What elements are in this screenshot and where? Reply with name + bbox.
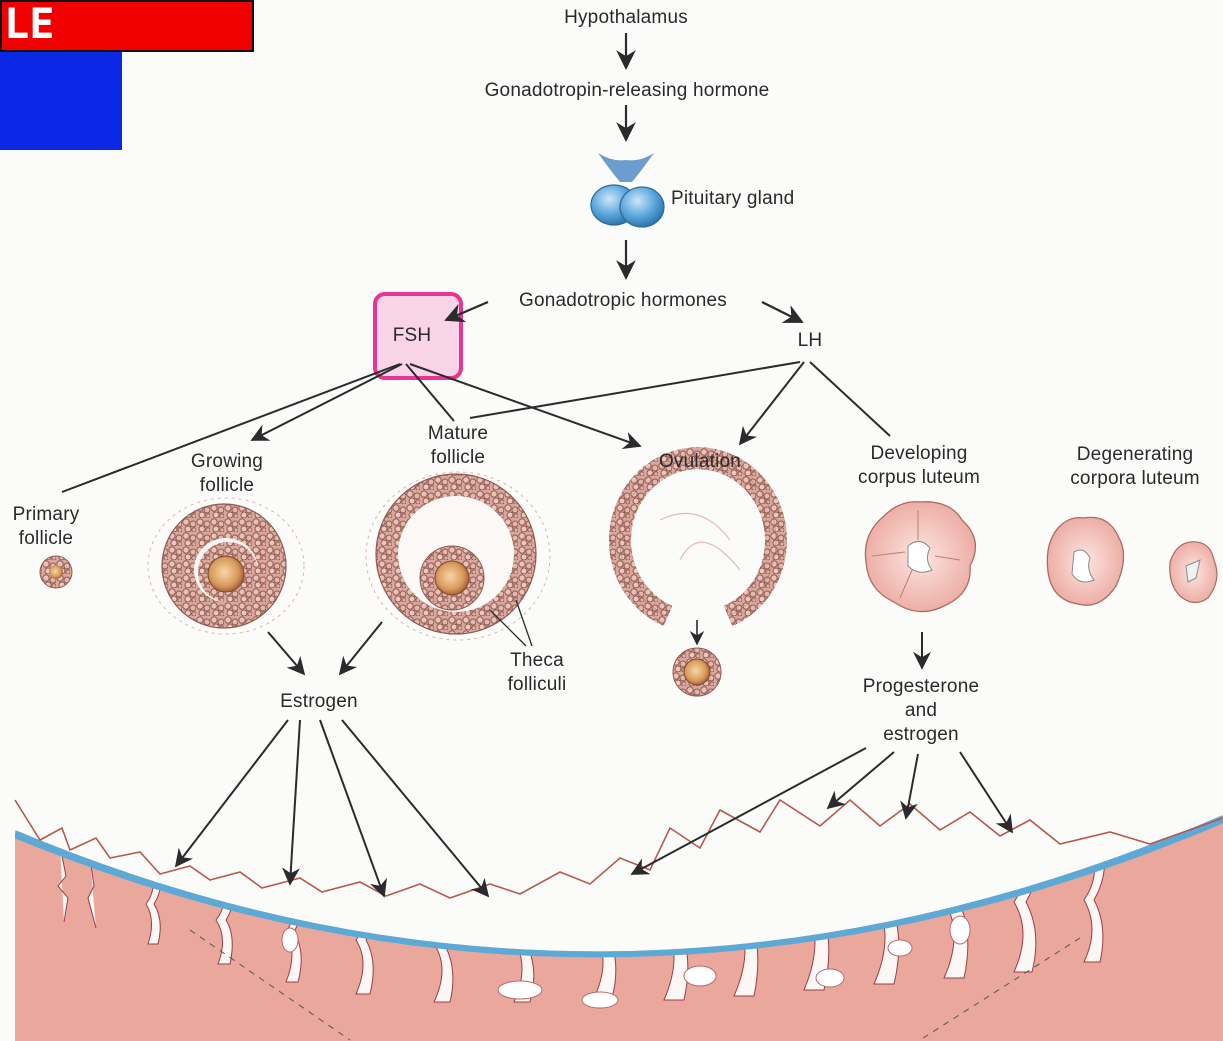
endometrium-illustration xyxy=(0,780,1223,1041)
label-growing-line1: Growing xyxy=(172,450,282,474)
label-estrogen: Estrogen xyxy=(262,690,376,714)
label-developing-line1: Developing xyxy=(836,442,1002,466)
label-theca-line1: Theca xyxy=(494,649,580,673)
primary-follicle-icon xyxy=(40,556,72,588)
label-degenerating-line2: corpora luteum xyxy=(1050,467,1220,491)
label-mature-follicle: Mature follicle xyxy=(404,422,512,470)
label-gnrh: Gonadotropin-releasing hormone xyxy=(440,79,814,103)
degenerating-corpora-lutea-icon xyxy=(1047,517,1217,605)
label-ovulation: Ovulation xyxy=(636,450,764,474)
label-progesterone-and-estrogen: Progesterone and estrogen xyxy=(836,675,1006,747)
label-primary-follicle: Primary follicle xyxy=(8,503,84,551)
label-developing-line2: corpus luteum xyxy=(836,466,1002,490)
label-theca-folliculi: Theca folliculi xyxy=(494,649,580,697)
pituitary-gland-icon xyxy=(591,153,664,227)
label-progesterone-line1: Progesterone xyxy=(836,675,1006,699)
growing-follicle-icon xyxy=(148,498,304,634)
label-progesterone-line3: estrogen xyxy=(836,723,1006,747)
product-arrows xyxy=(268,622,922,674)
ovulation-follicle-icon xyxy=(620,458,776,696)
label-degenerating-line1: Degenerating xyxy=(1050,443,1220,467)
label-pituitary-gland: Pituitary gland xyxy=(671,187,794,211)
label-primary-line2: follicle xyxy=(8,527,84,551)
label-degenerating-corpora-luteum: Degenerating corpora luteum xyxy=(1050,443,1220,491)
label-gonadotropic-hormones: Gonadotropic hormones xyxy=(488,289,758,313)
label-fsh: FSH xyxy=(382,324,442,348)
mature-follicle-icon xyxy=(366,472,550,640)
label-growing-follicle: Growing follicle xyxy=(172,450,282,498)
label-hypothalamus: Hypothalamus xyxy=(520,6,732,30)
label-mature-line2: follicle xyxy=(404,446,512,470)
label-primary-line1: Primary xyxy=(8,503,84,527)
developing-corpus-luteum-icon xyxy=(865,502,975,612)
label-lh: LH xyxy=(790,329,830,353)
label-mature-line1: Mature xyxy=(404,422,512,446)
label-developing-corpus-luteum: Developing corpus luteum xyxy=(836,442,1002,490)
label-progesterone-line2: and xyxy=(836,699,1006,723)
label-growing-line2: follicle xyxy=(172,474,282,498)
label-theca-line2: folliculi xyxy=(494,673,580,697)
